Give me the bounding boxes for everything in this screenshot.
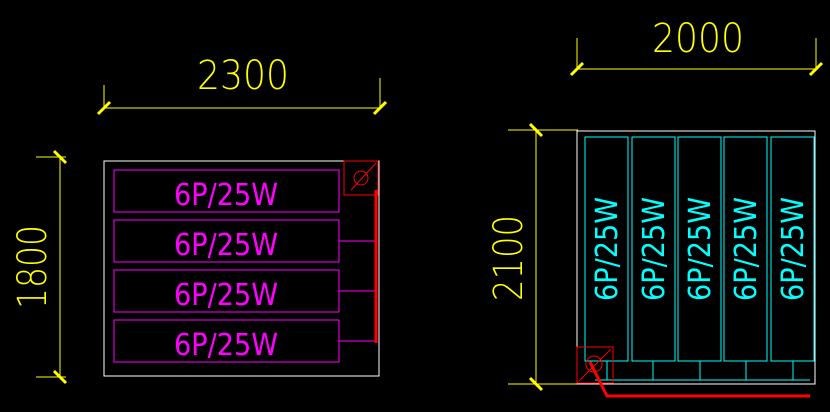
right-junction-slash — [578, 348, 612, 382]
left-width-label: 2300 — [197, 53, 289, 99]
right-height-tick-bottom — [528, 376, 544, 392]
right-unit-5: 6P/25W — [770, 136, 815, 362]
left-unit-3-label: 6P/25W — [174, 278, 278, 313]
left-width-tick-right — [372, 100, 388, 116]
right-unit-1: 6P/25W — [584, 136, 629, 362]
right-junction-box-frame — [576, 346, 614, 384]
right-unit-1-label: 6P/25W — [590, 197, 625, 301]
right-width-tick-right — [808, 61, 824, 77]
right-width-label: 2000 — [652, 16, 744, 62]
left-width-tick-left — [96, 100, 112, 116]
left-unit-1: 6P/25W — [113, 169, 340, 213]
right-unit-4-label: 6P/25W — [729, 197, 764, 301]
right-width-dimension: 2000 — [569, 16, 824, 77]
left-junction-box-frame — [343, 160, 379, 196]
left-unit-2: 6P/25W — [113, 219, 340, 263]
right-height-label: 2100 — [486, 215, 532, 301]
right-unit-5-label: 6P/25W — [776, 197, 811, 301]
left-unit-3: 6P/25W — [113, 269, 340, 313]
right-height-tick-top — [528, 122, 544, 138]
right-height-dimension: 2100 — [486, 122, 578, 392]
right-unit-3-label: 6P/25W — [683, 197, 718, 301]
left-junction-box — [343, 160, 379, 196]
left-junction-slash — [350, 162, 377, 191]
right-wiring — [595, 361, 810, 381]
left-unit-1-label: 6P/25W — [174, 178, 278, 213]
left-height-label: 1800 — [10, 225, 56, 309]
left-unit-2-label: 6P/25W — [174, 228, 278, 263]
left-unit-4: 6P/25W — [113, 319, 340, 363]
right-frame — [576, 130, 816, 385]
right-width-tick-left — [569, 61, 585, 77]
left-unit-1-box — [113, 169, 340, 213]
right-unit-2-label: 6P/25W — [637, 197, 672, 301]
right-conduit — [588, 361, 810, 398]
left-height-tick-top — [52, 149, 68, 165]
left-junction-circle-icon — [353, 170, 369, 186]
left-height-tick-bottom — [52, 369, 68, 385]
right-drawing: 2000 2100 6P/25W 6P/25W 6P/25W 6P/ — [486, 16, 824, 398]
left-frame — [103, 160, 380, 377]
left-unit-4-label: 6P/25W — [174, 328, 278, 363]
left-height-dimension: 1800 — [10, 149, 68, 385]
left-connector-wires — [339, 240, 376, 342]
left-width-dimension: 2300 — [96, 53, 388, 116]
left-drawing: 2300 1800 6P/25W 6P/25W 6P/25W 6P/ — [10, 53, 388, 385]
